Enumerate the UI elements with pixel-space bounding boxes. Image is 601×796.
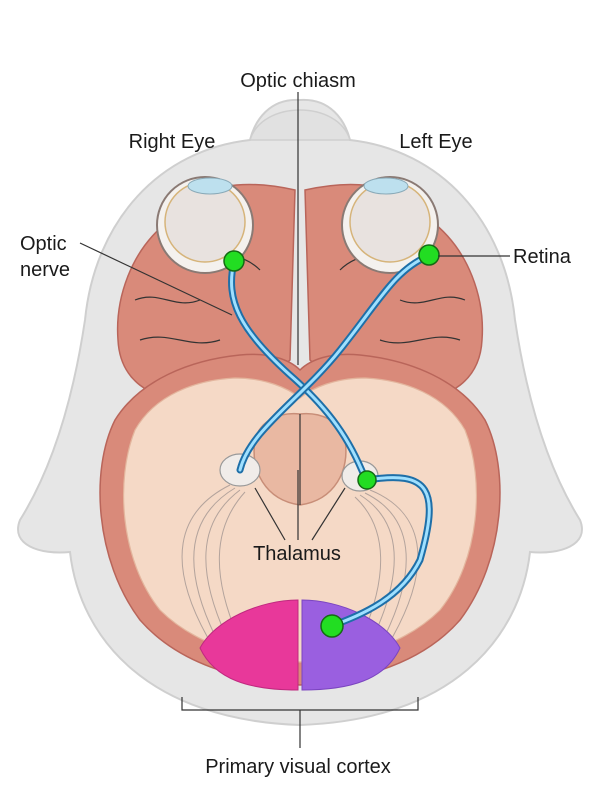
thalamus-leaders [254,470,346,541]
optic-nerves [228,252,433,630]
right-eyeball [156,176,254,274]
optic-nerve-leader [79,242,233,316]
right-eye-label: Right Eye [129,131,216,153]
left-retina-marker [418,244,440,266]
left-eyeball [341,176,439,274]
optic-nerve-label-line1: Optic [20,233,67,255]
retina-label: Retina [513,246,572,268]
optic-chiasm-label: Optic chiasm [240,70,356,92]
primary-visual-cortex-label: Primary visual cortex [205,756,391,778]
right-retina-marker [223,250,245,272]
thalamus-marker [357,470,377,490]
visual-cortex-bracket [181,697,419,748]
thalamus-label: Thalamus [253,543,341,565]
left-eye-label: Left Eye [399,131,472,153]
visual-cortex-marker [320,614,344,638]
optic-nerve-label-line2: nerve [20,259,70,281]
